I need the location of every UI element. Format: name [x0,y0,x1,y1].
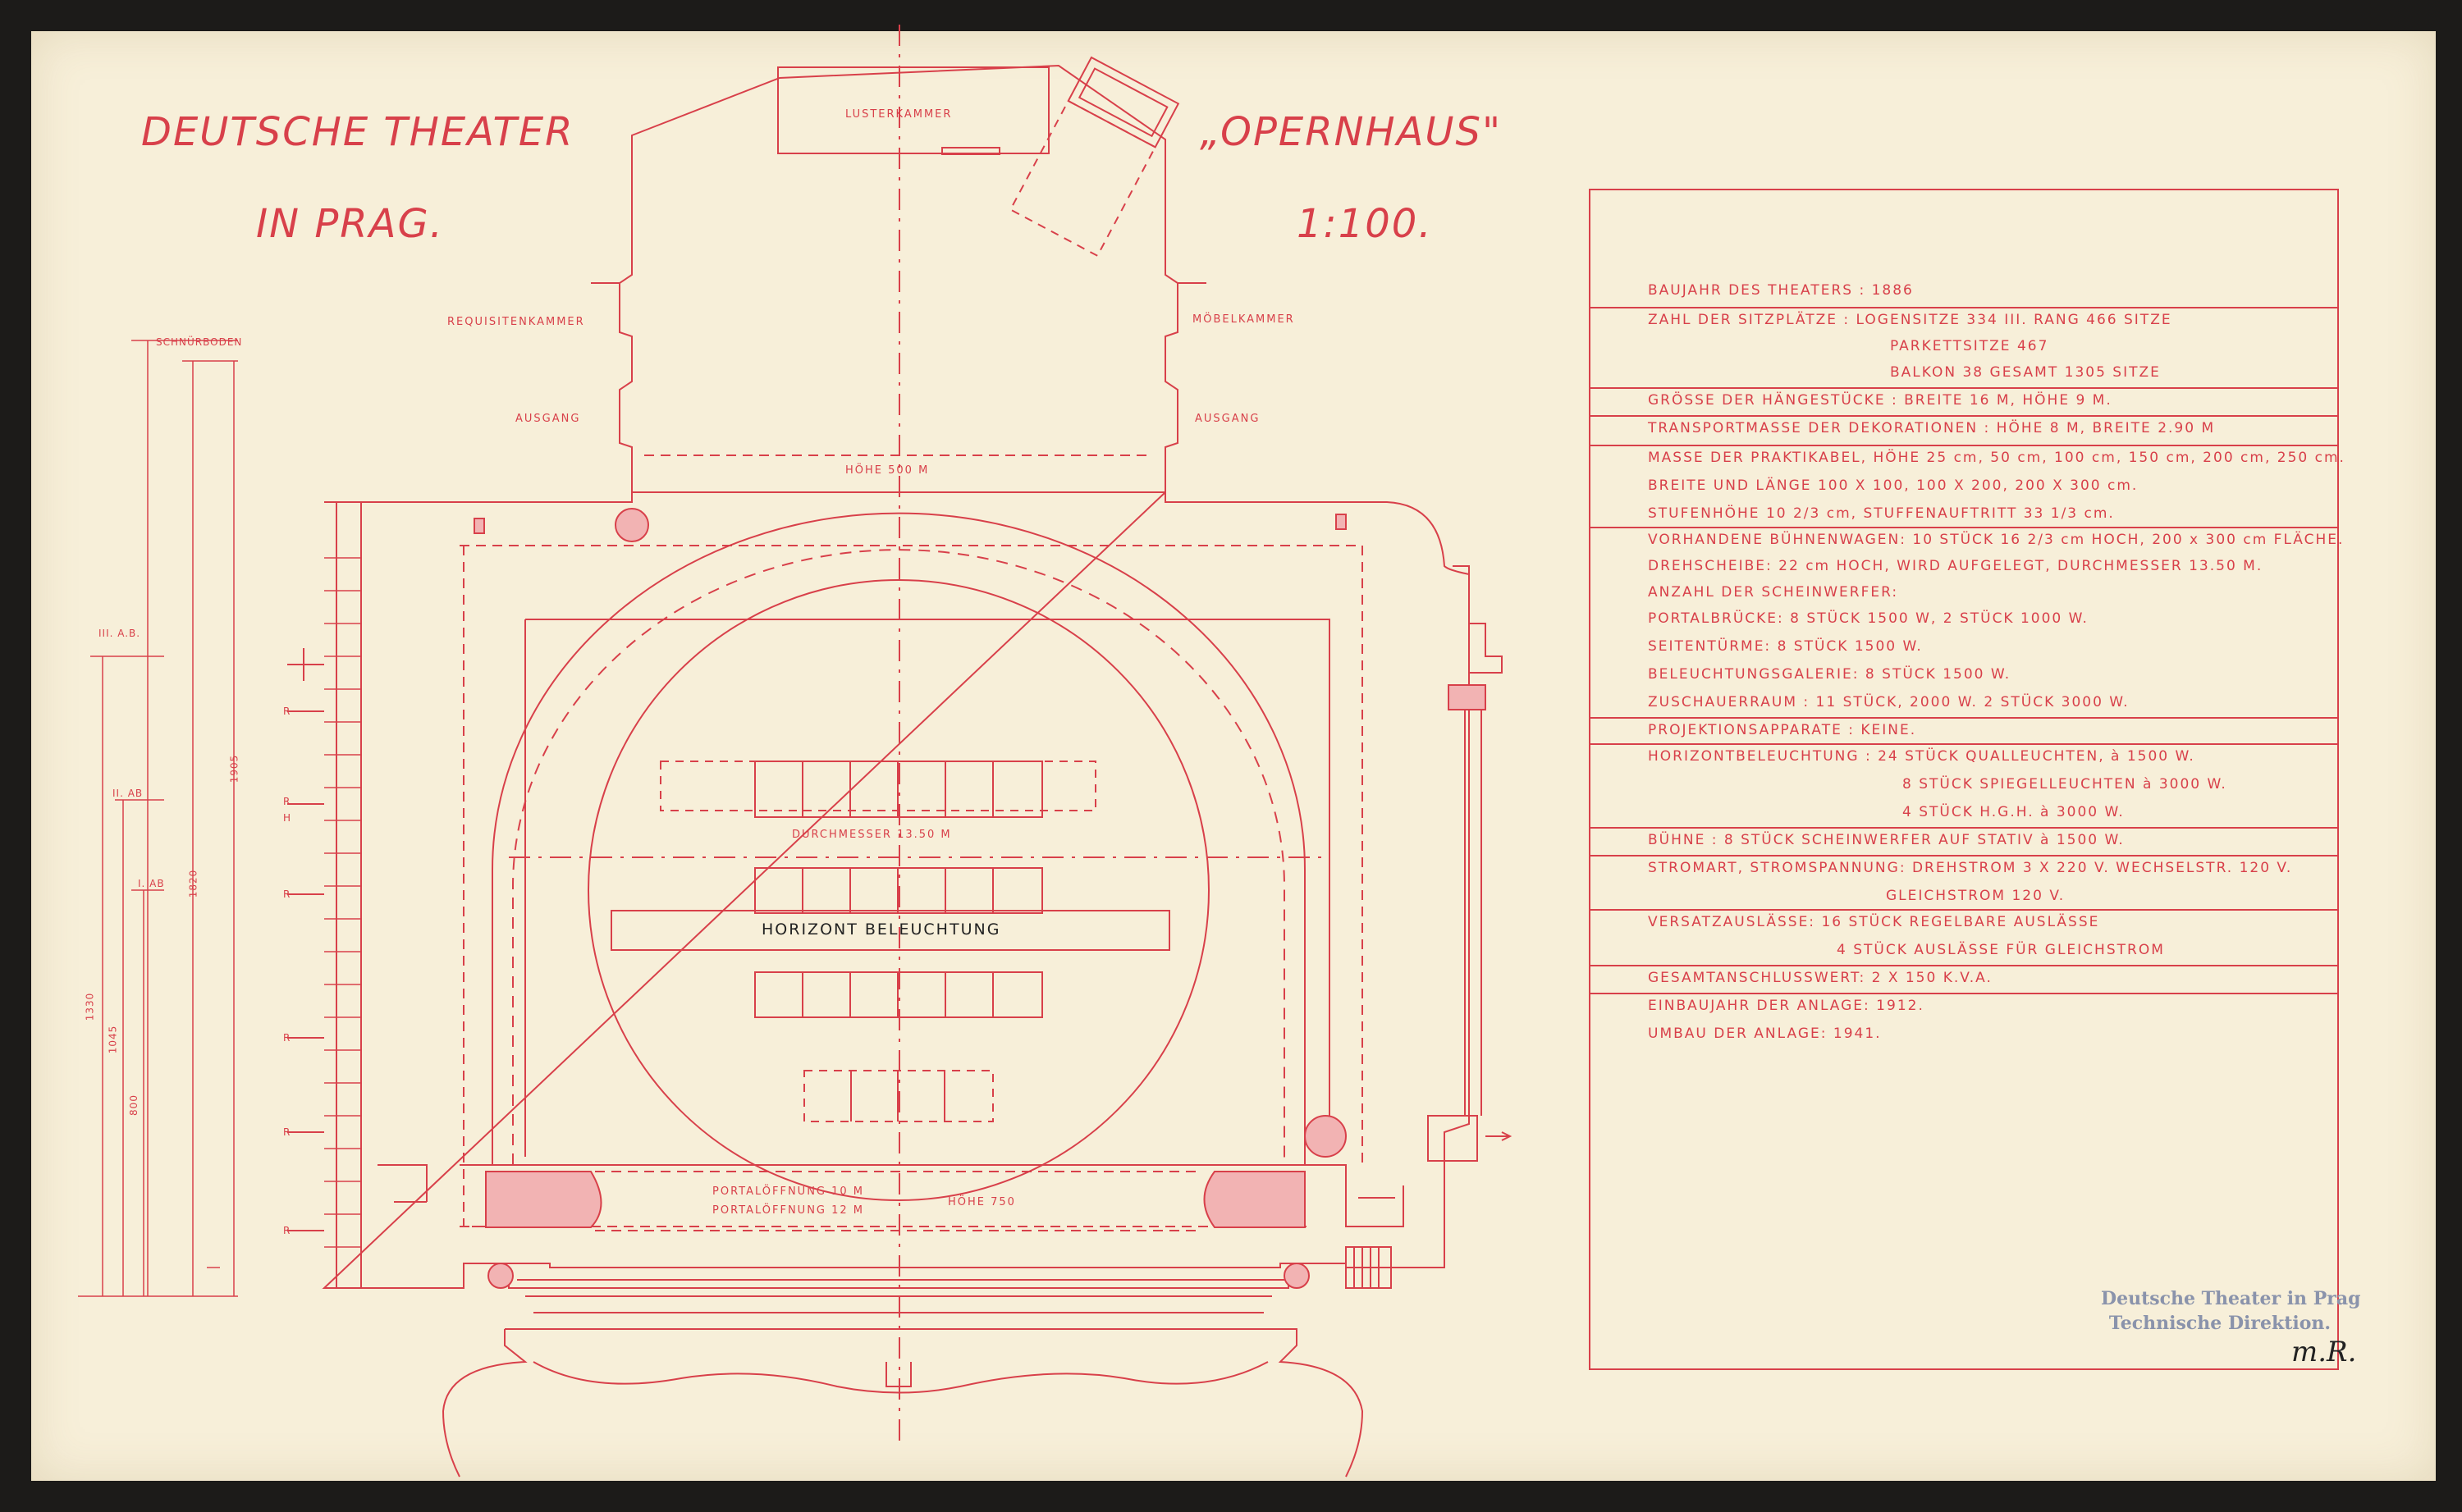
technical-data-table: BAUJAHR DES THEATERS : 1886 ZAHL DER SIT… [1589,189,2344,1370]
dimension-lines [78,340,238,1297]
label-hoehe-500: HÖHE 500 M [845,464,930,477]
side-mark: R [283,1032,291,1044]
info-row: TRANSPORTMASSE DER DEKORATIONEN : HÖHE 8… [1648,420,2216,436]
label-durchmesser: DURCHMESSER 13.50 M [792,829,952,841]
portal-block-right [1203,1171,1306,1228]
right-tower-block [1448,684,1486,710]
portal-block-left [485,1171,602,1228]
info-row: BÜHNE : 8 STÜCK SCHEINWERFER AUF STATIV … [1648,832,2125,848]
drawing-paper [31,31,2436,1481]
title-in-prag: IN PRAG. [256,201,444,247]
side-mark: R [283,796,291,807]
label-portal-2: PORTALÖFFNUNG 12 M [712,1204,865,1217]
info-row: VORHANDENE BÜHNENWAGEN: 10 STÜCK 16 2/3 … [1648,532,2345,548]
column-circle-bottom-right [1284,1263,1310,1289]
info-row: MASSE DER PRAKTIKABEL, HÖHE 25 cm, 50 cm… [1648,450,2345,466]
side-mark: H [283,812,292,824]
info-row: HORIZONTBELEUCHTUNG : 24 STÜCK QUALLEUCH… [1648,748,2195,765]
label-requisitenkammer: REQUISITENKAMMER [447,316,585,328]
institution-stamp: Deutsche Theater in Prag Technische Dire… [2101,1286,2361,1336]
column-circle-bottom-left [487,1263,514,1289]
side-mark: R [283,1126,291,1138]
info-row: ZAHL DER SITZPLÄTZE : LOGENSITZE 334 III… [1648,312,2172,328]
info-row: DREHSCHEIBE: 22 cm HOCH, WIRD AUFGELEGT,… [1648,558,2263,574]
info-row: 4 STÜCK H.G.H. à 3000 W. [1902,804,2125,820]
signature: m.R. [2291,1336,2357,1368]
info-row: ANZAHL DER SCHEINWERFER: [1648,584,1899,601]
info-row: BREITE UND LÄNGE 100 X 100, 100 X 200, 2… [1648,477,2139,494]
label-iii-ab: III. A.B. [98,628,141,639]
info-row: PROJEKTIONSAPPARATE : KEINE. [1648,722,1917,738]
info-row: 4 STÜCK AUSLÄSSE FÜR GLEICHSTROM [1837,942,2165,958]
column-circle-right [1304,1115,1347,1158]
label-dim-1905: 1905 [228,754,240,783]
left-gallery-ladder [324,557,361,1248]
title-opernhaus: „OPERNHAUS" [1200,109,1503,155]
stair-block [1345,1246,1392,1289]
label-hoehe-750: HÖHE 750 [948,1196,1016,1208]
label-lusterkammer: LUSTERKAMMER [845,108,953,121]
info-row: VERSATZAUSLÄSSE: 16 STÜCK REGELBARE AUSL… [1648,914,2100,930]
chandelier-lift [1067,56,1180,148]
label-i-ab: I. AB [138,878,165,889]
info-row: STUFENHÖHE 10 2/3 cm, STUFFENAUFTRITT 33… [1648,505,2115,522]
column-circle-top [615,508,649,542]
info-row: ZUSCHAUERRAUM : 11 STÜCK, 2000 W. 2 STÜC… [1648,694,2130,710]
label-portal-1: PORTALÖFFNUNG 10 M [712,1185,865,1198]
info-row: PORTALBRÜCKE: 8 STÜCK 1500 W, 2 STÜCK 10… [1648,610,2089,627]
info-row: PARKETTSITZE 467 [1890,338,2049,354]
info-row: 8 STÜCK SPIEGELLEUCHTEN à 3000 W. [1902,776,2227,793]
info-row: BELEUCHTUNGSGALERIE: 8 STÜCK 1500 W. [1648,666,2011,683]
info-row: SEITENTÜRME: 8 STÜCK 1500 W. [1648,638,1923,655]
info-row: STROMART, STROMSPANNUNG: DREHSTROM 3 X 2… [1648,860,2293,876]
stamp-line-1: Deutsche Theater in Prag [2101,1288,2361,1309]
label-dim-1820: 1820 [187,869,199,898]
side-mark: R [283,706,291,717]
info-row: UMBAU DER ANLAGE: 1941. [1648,1026,1882,1042]
label-moebelkammer: MÖBELKAMMER [1192,313,1295,326]
revolving-stage [588,579,1210,1201]
title-scale: 1:100. [1297,201,1433,247]
stage-outline [322,490,1470,1289]
label-schnuerboden: SCHNÜRBODEN [156,336,243,348]
label-ausgang-left: AUSGANG [515,413,581,425]
label-dim-800: 800 [127,1094,140,1116]
info-row: BALKON 38 GESAMT 1305 SITZE [1890,364,2161,381]
upper-building-outline [619,64,1178,493]
lusterkammer-room [777,66,1050,154]
info-row: BAUJAHR DES THEATERS : 1886 [1648,282,1914,299]
label-ii-ab: II. AB [112,788,144,799]
label-dim-1330: 1330 [84,992,96,1021]
side-mark: R [283,888,291,900]
side-mark: R [283,1225,291,1236]
info-row: GESAMTANSCHLUSSWERT: 2 X 150 K.V.A. [1648,970,1993,986]
info-row: EINBAUJAHR DER ANLAGE: 1912. [1648,998,1924,1014]
info-row: GRÖSSE DER HÄNGESTÜCKE : BREITE 16 M, HÖ… [1648,392,2112,409]
info-row: GLEICHSTROM 120 V. [1886,888,2066,904]
label-ausgang-right: AUSGANG [1195,413,1261,425]
horizon-arc [492,512,1306,1165]
label-horizont-beleuchtung: HORIZONT BELEUCHTUNG [762,920,1001,939]
stamp-line-2: Technische Direktion. [2108,1313,2332,1334]
orchestra-outline [508,1268,1289,1313]
label-dim-1045: 1045 [107,1025,119,1054]
auditorium-outline [442,1328,1364,1478]
title-deutsche-theater: DEUTSCHE THEATER [141,109,574,155]
